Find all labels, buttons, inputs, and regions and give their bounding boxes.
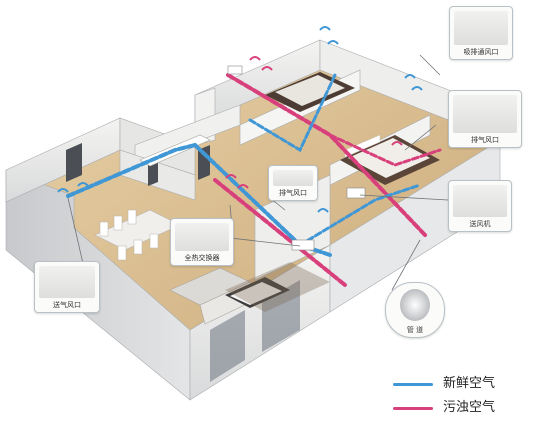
stale-air-ducts — [213, 73, 442, 287]
callout-center-vent-label: 排气风口 — [279, 189, 307, 197]
dining-table — [94, 209, 181, 261]
legend-fresh-air: 新鲜空气 — [393, 376, 528, 392]
callout-fan-unit: 送风机 — [448, 180, 512, 232]
legend-stale-swatch — [393, 407, 433, 410]
callout-center-vent: 排气风口 — [268, 165, 318, 201]
leader-lines — [67, 54, 449, 291]
living-sofa — [169, 267, 290, 325]
legend-fresh-swatch — [393, 383, 433, 386]
callout-left-vent-label: 送气风口 — [53, 301, 81, 309]
heat-exchanger-unit — [291, 239, 315, 251]
center-vent-picture — [273, 170, 313, 186]
callout-heat-exchanger-label: 全热交换器 — [184, 254, 220, 262]
callout-round-unit: 管 道 — [385, 282, 445, 338]
round-unit-picture — [400, 289, 430, 321]
callout-heat-exchanger: 全热交换器 — [170, 218, 234, 266]
fan-unit-box — [346, 187, 366, 199]
rug — [225, 262, 330, 312]
callout-top-vent: 吸排通风口 — [449, 6, 513, 60]
ceiling-vent-picture — [453, 95, 517, 133]
legend-stale-air: 污浊空气 — [393, 400, 528, 416]
callout-top-vent-label: 吸排通风口 — [463, 48, 499, 56]
top-vent-grille — [227, 65, 243, 75]
left-vent-picture — [39, 266, 95, 298]
callout-right-vent-label: 排气风口 — [471, 136, 499, 144]
callout-right-vent: 排气风口 — [448, 90, 522, 148]
airflow-indicators-stale — [225, 56, 403, 189]
legend-stale-label: 污浊空气 — [443, 400, 496, 415]
heat-exchanger-picture — [175, 223, 229, 251]
callout-round-unit-label: 管 道 — [406, 326, 424, 334]
wall-vent-picture — [454, 11, 508, 45]
airflow-indicators-fresh — [57, 26, 423, 213]
legend-fresh-label: 新鲜空气 — [443, 376, 496, 391]
fan-unit-picture — [453, 185, 507, 217]
callout-left-vent: 送气风口 — [34, 261, 100, 313]
callout-fan-unit-label: 送风机 — [469, 220, 491, 228]
legend: 新鲜空气 污浊空气 — [393, 374, 528, 420]
